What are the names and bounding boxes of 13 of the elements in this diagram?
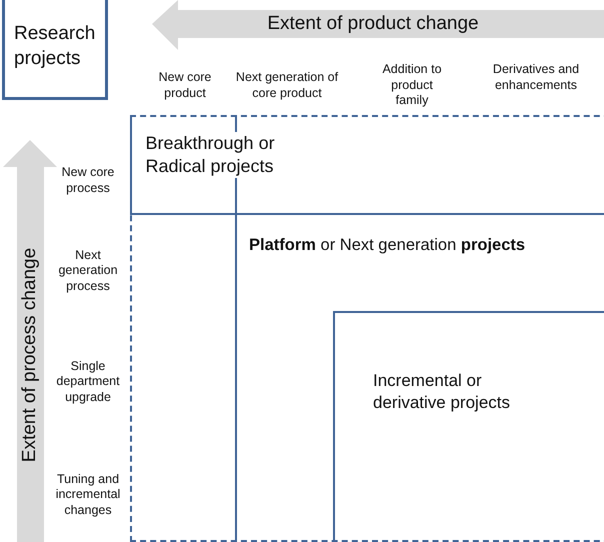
column-header: Derivatives and enhancements [492, 62, 580, 94]
region-box [130, 115, 604, 542]
row-header: Tuning and incremental changes [54, 472, 122, 518]
project-box [2, 0, 108, 100]
column-header: Next generation of core product [234, 70, 340, 102]
axis-title: Extent of product change [266, 12, 480, 36]
axis-title: Extent of process change [18, 246, 41, 464]
column-header: Addition to product family [381, 62, 443, 109]
row-header: Next generation process [57, 248, 119, 294]
column-header: New core product [158, 70, 212, 102]
project-region [333, 310, 604, 542]
row-header: Single department upgrade [55, 358, 121, 406]
row-header: New core process [60, 165, 116, 197]
